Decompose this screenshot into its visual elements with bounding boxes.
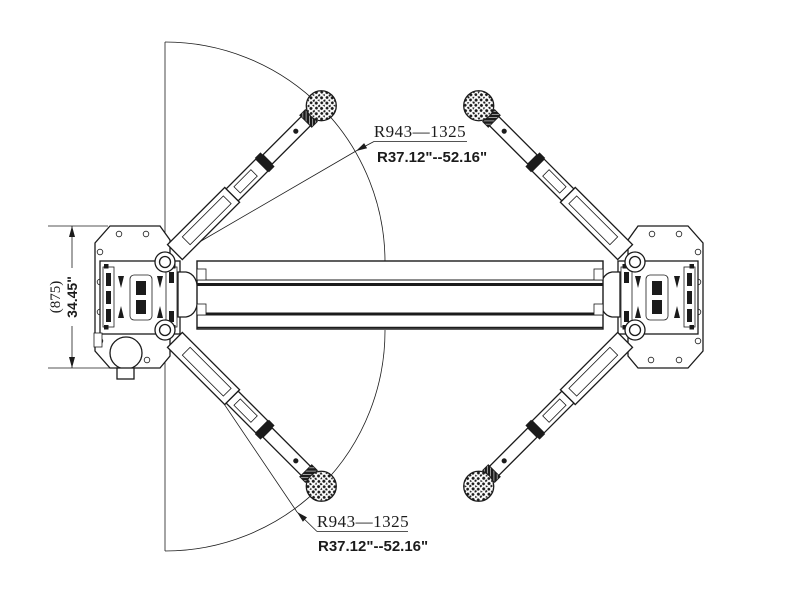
- pivot-top-left: [154, 251, 176, 273]
- crossbeam: [196, 260, 604, 330]
- motor-circle: [109, 336, 143, 370]
- leader-arrow-bottom: [297, 512, 307, 522]
- base-depth-dimension: (875) 34.45": [48, 225, 120, 369]
- pivot-bottom-right: [624, 319, 646, 341]
- swing-arm-bottom-right: [456, 328, 637, 509]
- dimension-arrow-down: [69, 357, 75, 368]
- radius-annotation-bottom: R943—1325 R37.12"--52.16": [296, 511, 428, 555]
- swing-arm-top-left: [163, 83, 344, 264]
- dimension-arrow-up: [69, 226, 75, 237]
- radius-annotation-top: R943—1325 R37.12"--52.16": [355, 122, 487, 166]
- pivot-bottom-left: [154, 319, 176, 341]
- dimension-inch-label: 34.45": [64, 276, 80, 318]
- swing-arm-top-right: [456, 83, 637, 264]
- radius-inch-label-top: R37.12"--52.16": [377, 149, 487, 166]
- radius-metric-label-bottom: R943—1325: [317, 512, 409, 531]
- leader-arrow-top: [356, 143, 368, 151]
- radius-metric-label-top: R943—1325: [374, 122, 466, 141]
- power-unit: [93, 332, 143, 380]
- pivot-top-right: [624, 251, 646, 273]
- dimension-metric-label: (875): [48, 281, 64, 314]
- radius-inch-label-bottom: R37.12"--52.16": [318, 538, 428, 555]
- swing-arm-bottom-left: [163, 328, 344, 509]
- radius-line-top: [195, 150, 357, 245]
